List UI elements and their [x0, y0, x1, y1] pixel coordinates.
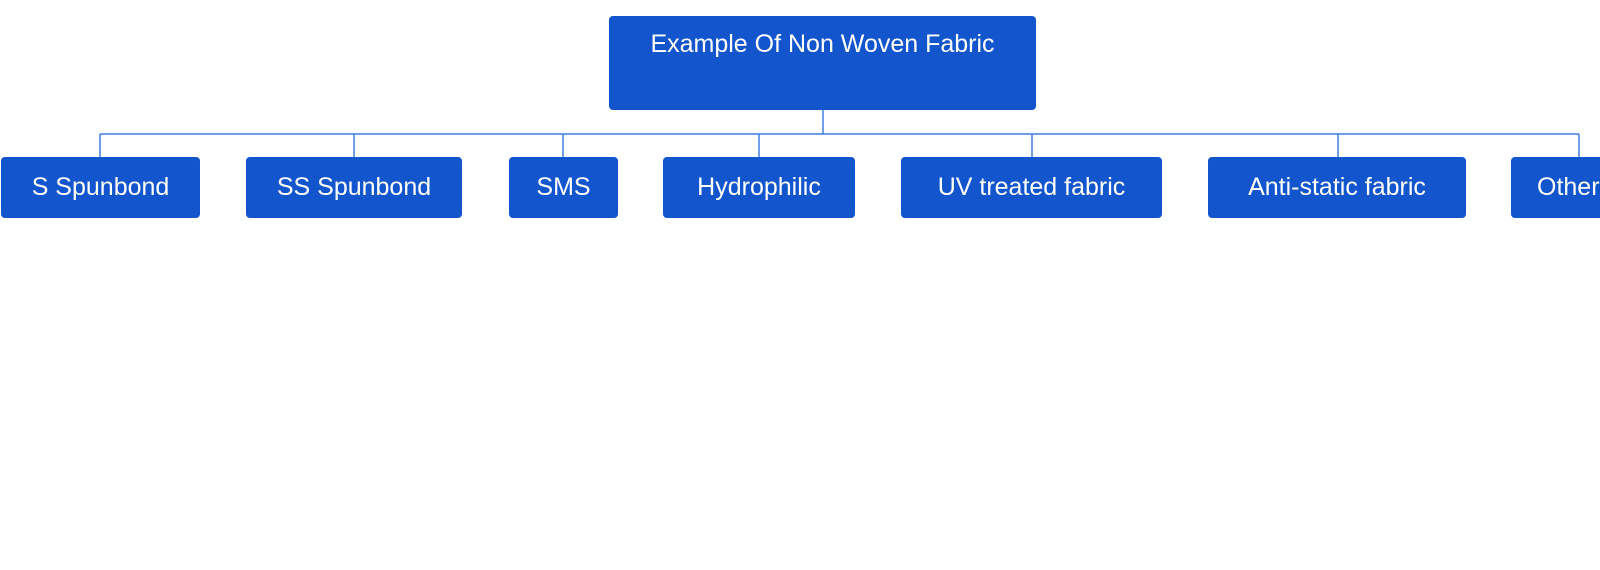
- child-node-label: SS Spunbond: [276, 173, 432, 201]
- child-node-anti-static-fabric: Anti-static fabric: [1208, 157, 1466, 218]
- root-node-label: Example Of Non Woven Fabric: [650, 30, 995, 58]
- child-node-ss-spunbond: SS Spunbond: [246, 157, 462, 218]
- root-node: Example Of Non Woven Fabric: [609, 16, 1036, 110]
- child-node-label: Others: [1537, 173, 1600, 201]
- child-node-uv-treated-fabric: UV treated fabric: [901, 157, 1162, 218]
- child-node-label: SMS: [536, 173, 591, 201]
- child-node-label: S Spunbond: [31, 173, 170, 201]
- child-node-s-spunbond: S Spunbond: [1, 157, 200, 218]
- child-node-hydrophilic: Hydrophilic: [663, 157, 855, 218]
- child-node-label: Hydrophilic: [697, 173, 821, 201]
- child-node-label: UV treated fabric: [937, 173, 1126, 201]
- child-node-label: Anti-static fabric: [1248, 173, 1426, 201]
- child-node-others: Others: [1511, 157, 1600, 218]
- child-node-sms: SMS: [509, 157, 618, 218]
